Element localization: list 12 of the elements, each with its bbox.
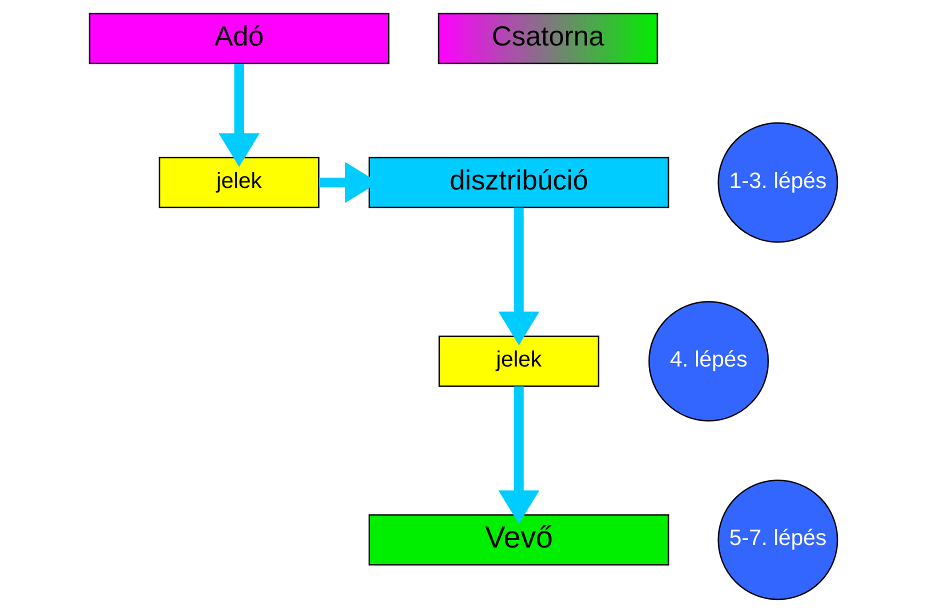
node-box: disztribúció: [368, 156, 669, 208]
node-circle: 5-7. lépés: [717, 480, 838, 600]
node-box: Vevő: [368, 514, 669, 566]
arrow: [498, 386, 539, 524]
node-circle: 4. lépés: [648, 300, 768, 422]
node-box: Adó: [88, 12, 389, 64]
arrow: [498, 208, 539, 346]
node-box: jelek: [158, 156, 319, 208]
node-circle: 1-3. lépés: [717, 122, 838, 243]
node-box: Csatorna: [437, 12, 658, 64]
arrow: [218, 64, 260, 167]
node-box: jelek: [438, 336, 599, 387]
